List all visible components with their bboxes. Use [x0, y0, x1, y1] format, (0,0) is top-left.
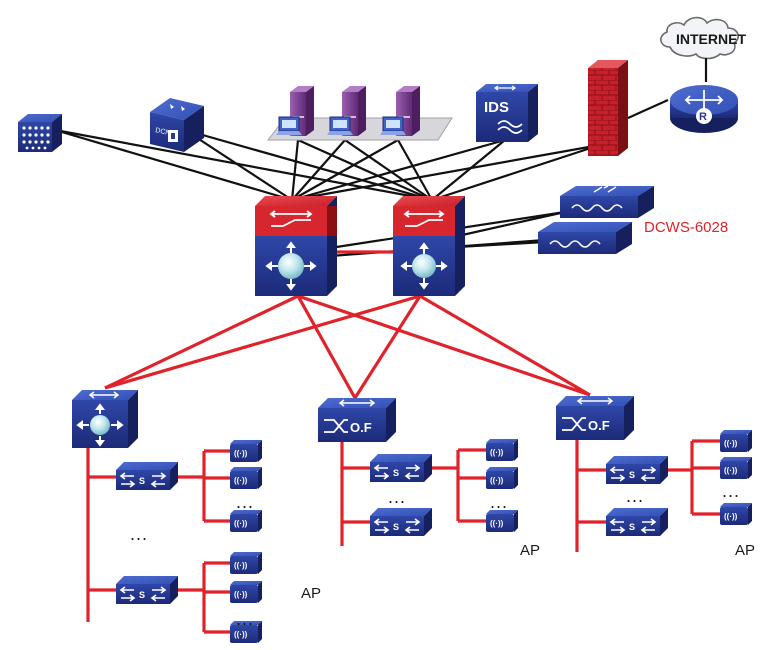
distribution-link — [296, 295, 357, 399]
ap-icon-label: ((·)) — [724, 512, 738, 521]
core-link — [431, 139, 506, 201]
core-link — [184, 129, 293, 201]
distribution-link — [104, 294, 421, 390]
core-link — [54, 128, 433, 202]
core-link — [291, 139, 399, 201]
switch-s-label: S — [629, 470, 635, 480]
distribution-link — [353, 295, 422, 399]
ap-icon-label: ((·)) — [234, 519, 248, 528]
ellipsis-label: ... — [722, 481, 740, 501]
ap-icon-label: ((·)) — [490, 476, 504, 485]
access-switch-icon: S — [606, 508, 668, 536]
ids-appliance-icon: IDS — [476, 84, 538, 142]
core-switch-icon — [255, 196, 337, 296]
core-link — [397, 139, 433, 201]
workstation-icon — [327, 116, 353, 135]
access-switch-icon: S — [370, 508, 432, 536]
ids-label: IDS — [484, 99, 509, 116]
core-link — [431, 143, 601, 202]
management-appliance-icon: DCN — [150, 98, 204, 152]
core-link — [291, 138, 506, 202]
access-point-icon: ((·)) — [486, 467, 518, 489]
server-farm — [266, 86, 453, 141]
access-point-icon: ((·)) — [720, 503, 752, 525]
access-point-icon: ((·)) — [230, 552, 262, 574]
core-link — [297, 138, 433, 202]
ellipsis-label: ... — [490, 492, 508, 512]
core-link — [344, 139, 433, 201]
workstation-icon — [276, 116, 302, 135]
core-link — [54, 128, 293, 202]
distribution-link — [104, 294, 299, 390]
access-switch-icon: S — [116, 576, 178, 604]
switch-s-label: S — [393, 522, 399, 532]
core-link — [290, 139, 300, 201]
of-switch-icon: O.F — [318, 398, 396, 442]
distribution-link — [297, 294, 591, 397]
switch-s-label: S — [139, 476, 145, 486]
access-point-icon: ((·)) — [486, 510, 518, 532]
access-point-icon: ((·)) — [230, 581, 262, 603]
internet-cloud-icon: INTERNET — [660, 16, 746, 60]
access-point-icon: ((·)) — [486, 439, 518, 461]
core-link — [291, 139, 346, 201]
ellipsis-label: ... — [388, 487, 406, 507]
access-switch-icon: S — [116, 462, 178, 490]
ap-label: AP — [301, 585, 321, 602]
access-point-icon: ((·)) — [230, 621, 262, 643]
distribution-link — [419, 294, 591, 397]
switch-s-label: S — [393, 468, 399, 478]
ap-icon-label: ((·)) — [724, 439, 738, 448]
of-label: O.F — [588, 418, 610, 433]
ap-icon-label: ((·)) — [234, 476, 248, 485]
router-icon: R — [670, 85, 738, 133]
ap-label: AP — [735, 542, 755, 559]
of-label: O.F — [350, 420, 372, 435]
core-link — [291, 143, 601, 202]
ellipsis-label: ... — [626, 486, 644, 506]
ap-icon-label: ((·)) — [490, 448, 504, 457]
of-switch-icon: O.F — [556, 396, 634, 440]
workstation-icon — [380, 116, 406, 135]
patch-panel-icon — [18, 114, 62, 152]
controller-label: DCWS-6028 — [644, 219, 728, 236]
access-switch-icon: S — [370, 454, 432, 482]
access-point-icon: ((·)) — [720, 430, 752, 452]
internet-label: INTERNET — [676, 31, 746, 47]
ellipsis-label: ... — [130, 524, 148, 544]
switch-s-label: S — [629, 522, 635, 532]
core-link — [184, 128, 433, 202]
ap-icon-label: ((·)) — [234, 561, 248, 570]
ap-icon-label: ((·)) — [234, 590, 248, 599]
wireless-controller-icon — [538, 185, 654, 254]
distribution-links — [86, 250, 720, 634]
access-point-icon: ((·)) — [230, 510, 262, 532]
ap-icon-label: ((·)) — [234, 630, 248, 639]
svg-text:DCN: DCN — [155, 127, 171, 137]
access-point-icon: ((·)) — [230, 440, 262, 462]
ap-icon-label: ((·)) — [490, 519, 504, 528]
ap-label: AP — [520, 542, 540, 559]
firewall-icon — [588, 60, 628, 156]
ellipsis-label: ... — [236, 609, 254, 629]
access-switch-icon: S — [606, 456, 668, 484]
switch-s-label: S — [139, 590, 145, 600]
ap-icon-label: ((·)) — [724, 466, 738, 475]
svg-text:R: R — [699, 111, 707, 123]
distribution-switch-icon — [72, 390, 138, 448]
ellipsis-label: ... — [236, 492, 254, 512]
core-link — [627, 98, 669, 120]
access-point-icon: ((·)) — [720, 457, 752, 479]
core-switch-icon — [393, 196, 465, 296]
access-point-icon: ((·)) — [230, 467, 262, 489]
ap-icon-label: ((·)) — [234, 449, 248, 458]
